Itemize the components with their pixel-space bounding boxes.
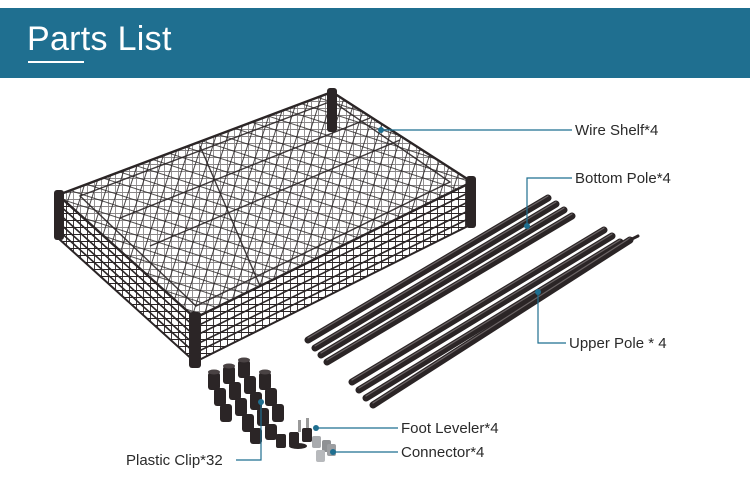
leader-lines bbox=[236, 129, 572, 461]
bottom-poles bbox=[304, 194, 576, 366]
foot-levelers bbox=[276, 418, 312, 449]
label-upper-pole: Upper Pole * 4 bbox=[569, 335, 667, 352]
label-plastic-clip: Plastic Clip*32 bbox=[126, 452, 223, 469]
connectors bbox=[312, 436, 336, 462]
label-bottom-pole: Bottom Pole*4 bbox=[575, 170, 671, 187]
page-title: Parts List bbox=[27, 20, 172, 58]
label-connector: Connector*4 bbox=[401, 444, 485, 461]
label-wire-shelf: Wire Shelf*4 bbox=[575, 122, 659, 139]
header-banner: Parts List bbox=[0, 8, 750, 78]
upper-poles bbox=[348, 226, 640, 409]
wire-shelf-stack bbox=[54, 88, 476, 368]
title-underline bbox=[28, 61, 84, 63]
label-foot-leveler: Foot Leveler*4 bbox=[401, 420, 499, 437]
leader-dots bbox=[258, 127, 541, 455]
plastic-clips bbox=[208, 357, 284, 444]
